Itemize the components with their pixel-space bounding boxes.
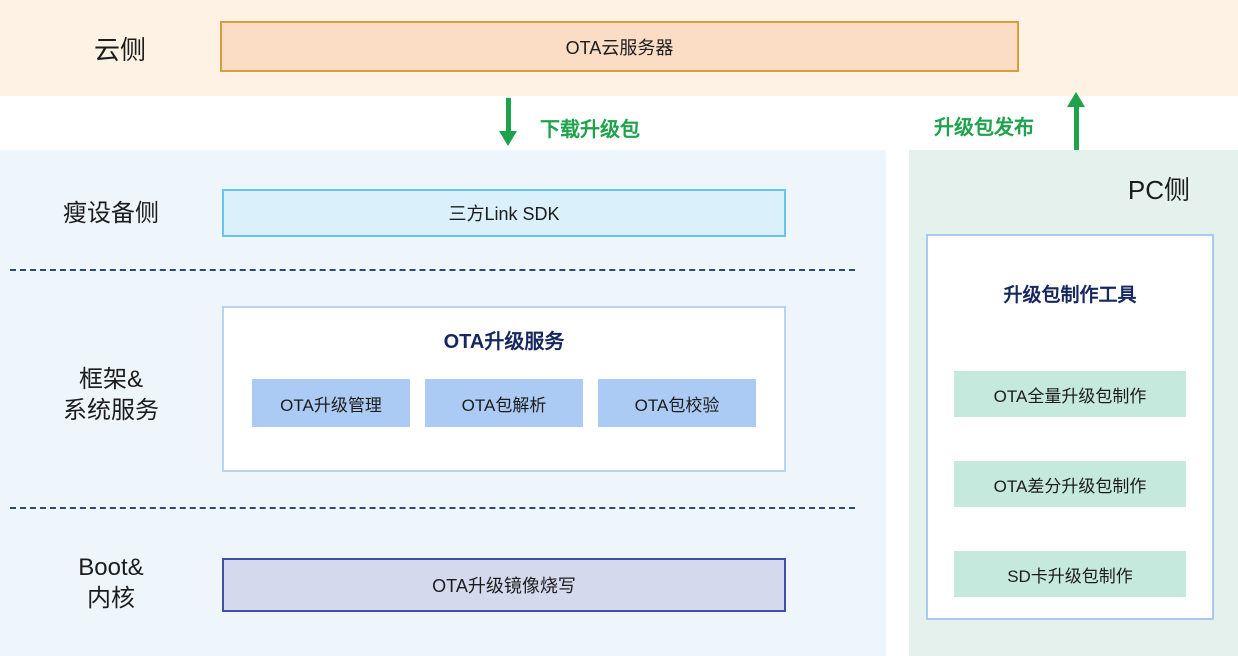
layer-divider-top	[10, 269, 855, 271]
thin-device-panel: 瘦设备侧 三方Link SDK 框架& 系统服务 OTA升级服务 OTA升级管理…	[0, 150, 886, 656]
upgrade-package-tool-title: 升级包制作工具	[1003, 285, 1137, 306]
tool-sdcard-package-creation: SD卡升级包制作	[954, 551, 1186, 597]
framework-label-line2: 系统服务	[63, 397, 159, 424]
upgrade-package-tool-box: 升级包制作工具 OTA全量升级包制作 OTA差分升级包制作 SD卡升级包制作	[926, 234, 1214, 620]
ota-cloud-server-box: OTA云服务器	[220, 21, 1019, 72]
pc-side-label: PC侧	[1127, 175, 1190, 205]
module-ota-upgrade-management: OTA升级管理	[252, 379, 410, 427]
third-party-link-sdk-label: 三方Link SDK	[448, 204, 560, 224]
ota-upgrade-service-box: OTA升级服务 OTA升级管理 OTA包解析 OTA包校验	[222, 306, 786, 472]
tool-full-package-creation: OTA全量升级包制作	[954, 371, 1186, 417]
download-arrow-icon	[499, 98, 517, 146]
framework-side-label: 框架& 系统服务	[0, 364, 222, 426]
third-party-link-sdk-box: 三方Link SDK	[222, 189, 786, 237]
arrow-head	[1067, 92, 1085, 107]
module-ota-package-parsing: OTA包解析	[425, 379, 583, 427]
service-module-row: OTA升级管理 OTA包解析 OTA包校验	[224, 379, 784, 427]
publish-arrow-icon	[1067, 92, 1085, 151]
module-ota-package-verification: OTA包校验	[598, 379, 756, 427]
arrow-shaft	[505, 98, 511, 131]
tool-diff-package-creation: OTA差分升级包制作	[954, 461, 1186, 507]
framework-label-line1: 框架&	[78, 366, 143, 393]
pc-panel: PC侧 升级包制作工具 OTA全量升级包制作 OTA差分升级包制作 SD卡升级包…	[909, 150, 1238, 656]
boot-label-line2: 内核	[87, 585, 135, 612]
arrow-shaft	[1073, 107, 1079, 151]
ota-cloud-server-label: OTA云服务器	[565, 37, 674, 58]
ota-image-flash-label: OTA升级镜像烧写	[432, 576, 576, 596]
cloud-band: 云侧 OTA云服务器	[0, 0, 1238, 96]
ota-upgrade-service-title: OTA升级服务	[443, 331, 565, 353]
cloud-side-label: 云侧	[93, 35, 146, 65]
arrow-head	[499, 131, 517, 146]
ota-image-flash-box: OTA升级镜像烧写	[222, 558, 786, 612]
layer-divider-bottom	[10, 507, 855, 509]
thin-device-side-label: 瘦设备侧	[63, 200, 159, 227]
publish-arrow-label: 升级包发布	[934, 117, 1034, 139]
boot-kernel-side-label: Boot& 内核	[0, 552, 222, 614]
boot-label-line1: Boot&	[78, 554, 144, 581]
download-arrow-label: 下载升级包	[540, 119, 640, 141]
